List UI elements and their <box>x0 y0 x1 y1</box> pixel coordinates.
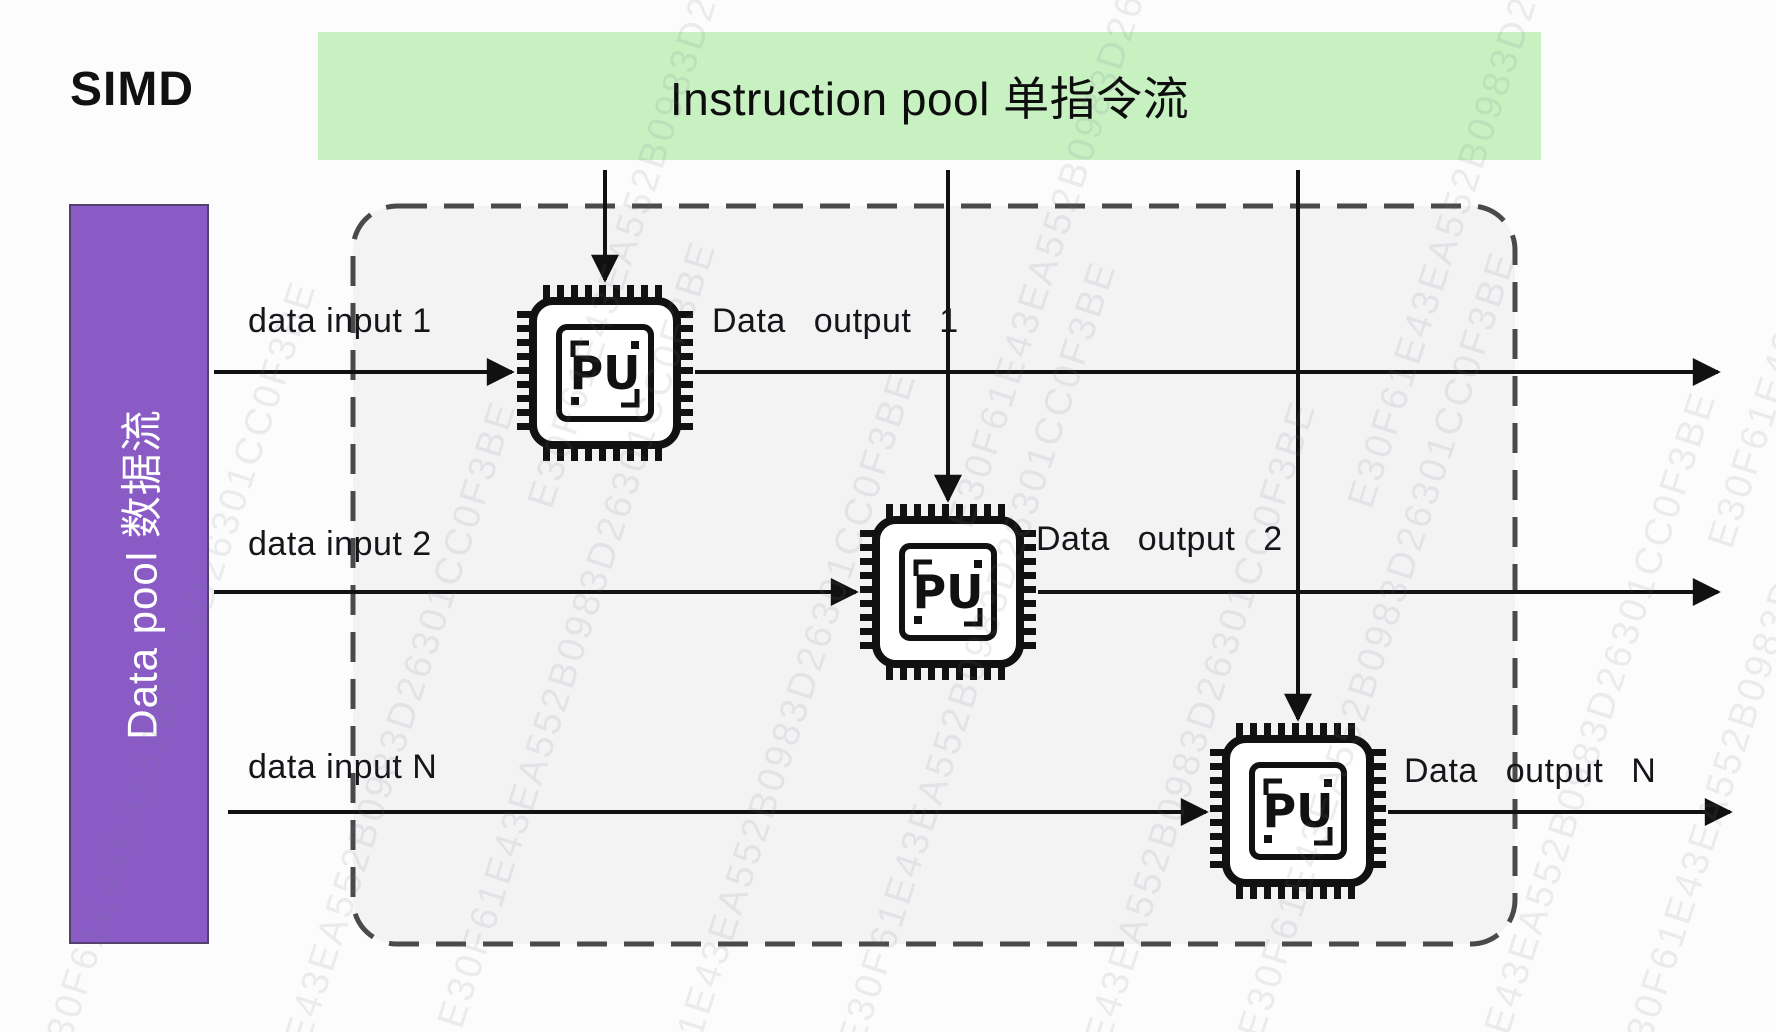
pu-chip-3: PU <box>1210 723 1386 899</box>
pu-label: PU <box>569 346 640 400</box>
data-input-1-label: data input 1 <box>248 302 432 340</box>
cpu-chip-icon: PU <box>1210 723 1386 899</box>
cpu-chip-icon: PU <box>517 285 693 461</box>
instruction-pool-label: Instruction pool 单指令流 <box>669 73 1190 125</box>
data-input-n-label: data input N <box>248 748 438 786</box>
pu-chip-2: PU <box>860 504 1036 680</box>
data-output-2-label: Data output 2 <box>1036 520 1283 558</box>
pu-label: PU <box>912 565 983 619</box>
data-input-2-label: data input 2 <box>248 525 432 563</box>
data-output-1-label: Data output 1 <box>712 302 959 340</box>
instruction-pool-banner: Instruction pool 单指令流 <box>318 32 1541 160</box>
cpu-chip-icon: PU <box>860 504 1036 680</box>
pu-chip-1: PU <box>517 285 693 461</box>
data-output-n-label: Data output N <box>1404 752 1657 790</box>
data-pool-bar: Data pool 数据流 <box>69 204 209 944</box>
pu-label: PU <box>1262 784 1333 838</box>
diagram-title: SIMD <box>70 63 194 116</box>
